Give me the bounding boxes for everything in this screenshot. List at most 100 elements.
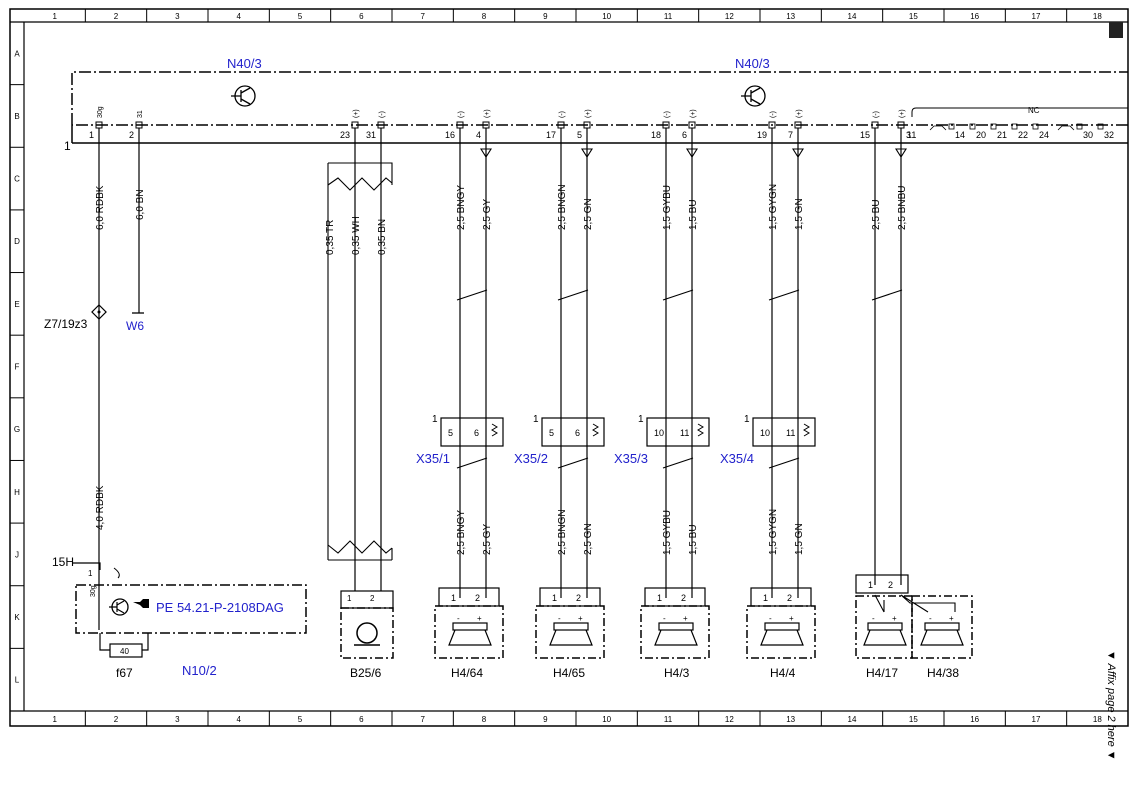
wire-label: 6,0 BN (135, 189, 146, 220)
column-label: 7 (420, 715, 425, 724)
column-label: 3 (175, 715, 180, 724)
n40-pins: 130g23123(+)31(-)16(-)4(+)17(-)5(+)18(-)… (89, 106, 916, 140)
n10-transistor-icon (109, 598, 129, 616)
pin-terminal-label: (-) (664, 111, 671, 118)
wire-label: 2,5 BNGY (456, 510, 467, 555)
wire-label: 2,5 BNGN (557, 184, 568, 230)
speaker-plug (539, 587, 601, 607)
pin-number: 31 (366, 130, 376, 140)
speaker-housing (434, 605, 504, 659)
pin-number: 3 (906, 130, 911, 140)
row-label: C (14, 175, 20, 184)
wire-label: 2,5 BNGN (557, 509, 568, 555)
column-label: 12 (725, 715, 734, 724)
wire-label: 1,5 BU (688, 199, 699, 230)
wire-break (768, 457, 800, 469)
speaker-pin: 1 (552, 593, 557, 603)
column-label: 16 (970, 12, 979, 21)
h4-38-housing (911, 595, 973, 659)
h4-64-label: H4/64 (451, 666, 483, 680)
pin-terminal-label: (-) (873, 111, 880, 118)
speaker-plus: + (578, 614, 583, 623)
row-label: G (14, 425, 20, 434)
nc-terminal (1097, 123, 1104, 130)
column-label: 18 (1093, 12, 1102, 21)
wire-break (768, 289, 800, 301)
speaker-pin: 2 (888, 580, 893, 590)
column-label: 11 (664, 715, 673, 724)
speaker-pin: 2 (475, 593, 480, 603)
pin-number: 18 (651, 130, 661, 140)
ground-arrow (686, 148, 698, 159)
wire-break (662, 457, 694, 469)
b25-housing (340, 607, 394, 659)
fuse-wiring (99, 633, 149, 651)
row-label: L (15, 676, 20, 685)
pin-terminal-label: 31 (137, 110, 144, 118)
speaker-magnet (553, 622, 589, 631)
speaker-minus: - (872, 614, 875, 623)
n10-coil-mark (113, 567, 120, 579)
z7-label: Z7/19z3 (44, 317, 88, 331)
x35-housing (541, 417, 605, 447)
h4-3-label: H4/3 (664, 666, 690, 680)
wire-break (456, 457, 488, 469)
diagram-frame (9, 8, 1129, 727)
b25-shield-top (327, 162, 393, 560)
column-label: 13 (786, 715, 795, 724)
column-label: 8 (482, 12, 487, 21)
speaker-pin: 2 (787, 593, 792, 603)
h4-17-wiring (874, 594, 956, 613)
wire-label: 0,35 WH (351, 216, 362, 255)
pin-number: 19 (757, 130, 767, 140)
nc-shield-mark (929, 125, 1075, 131)
x35-pin: 6 (575, 428, 580, 438)
pin-terminal-label: (+) (353, 109, 360, 118)
pin-terminal-label: (-) (458, 111, 465, 118)
wire-label: 1,5 GN (794, 523, 805, 555)
page-corner-icon (1109, 22, 1123, 38)
pin-number: 7 (788, 130, 793, 140)
ground-arrow (581, 148, 593, 159)
pin-terminal-label: (-) (559, 111, 566, 118)
fuse-number: 40 (120, 647, 129, 656)
row-label: A (14, 49, 20, 58)
speaker-plus: + (683, 614, 688, 623)
speaker-cone-icon (448, 629, 492, 646)
column-label: 4 (236, 715, 241, 724)
nc-pin-number: 32 (1104, 130, 1114, 140)
b25-shield-bottom (327, 540, 393, 561)
nc-terminal (1076, 123, 1083, 130)
ground-arrow (895, 148, 907, 159)
n10-label: N10/2 (182, 663, 217, 678)
column-label: 6 (359, 12, 364, 21)
column-label: 7 (420, 12, 425, 21)
row-label: B (14, 112, 19, 121)
speaker-plus: + (892, 614, 897, 623)
pin-number: 17 (546, 130, 556, 140)
speaker-plug (438, 587, 500, 607)
nc-pin-number: 21 (997, 130, 1007, 140)
pin-number: 4 (476, 130, 481, 140)
pin-number: 5 (577, 130, 582, 140)
nc-label: NC (1028, 106, 1040, 115)
column-label: 1 (52, 715, 57, 724)
nc-pin-number: 14 (955, 130, 965, 140)
column-label: 10 (602, 12, 611, 21)
column-label: 14 (848, 715, 857, 724)
row-label: H (14, 488, 20, 497)
nc-pin-number: 20 (976, 130, 986, 140)
nc-pin-number: 30 (1083, 130, 1093, 140)
row-label: D (14, 237, 20, 246)
wire-break (871, 289, 903, 301)
x35-spring-icon (592, 423, 599, 437)
speaker-housing (535, 605, 605, 659)
splice-dot (97, 310, 101, 314)
wire-label: 1,5 GYGN (768, 184, 779, 230)
speaker-plus: + (789, 614, 794, 623)
pointer-hand-icon (133, 599, 149, 608)
nc-terminal (969, 123, 976, 130)
k15h-wire (72, 562, 101, 570)
